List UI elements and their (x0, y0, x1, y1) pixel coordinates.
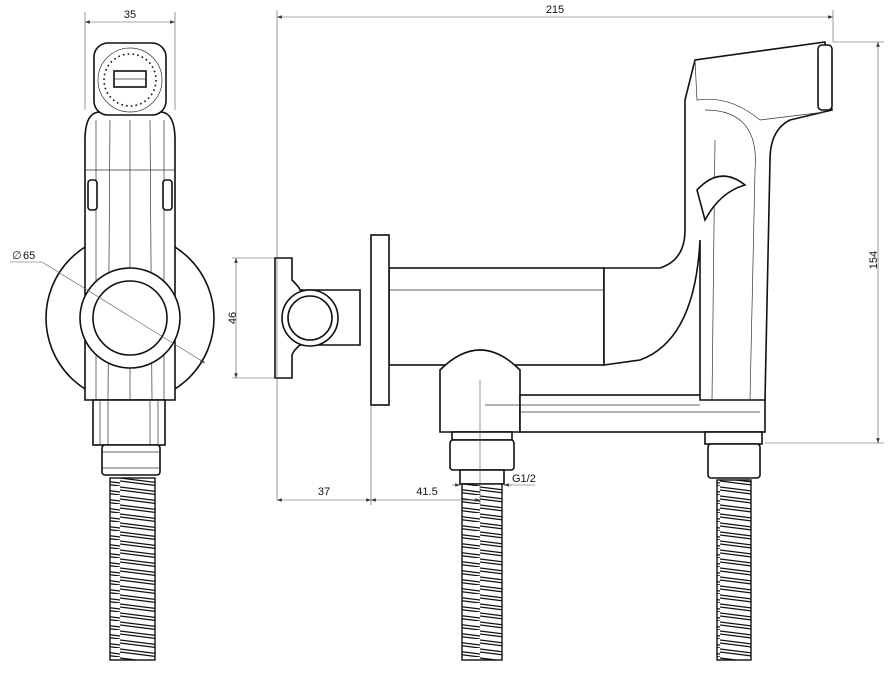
bottom-fitting (92, 399, 166, 446)
lever (696, 175, 747, 223)
spray-nozzles (103, 53, 157, 107)
spray-handle (603, 41, 833, 401)
side-view (274, 41, 833, 661)
left-lever-tab (87, 179, 98, 211)
dimension-diameter: ∅ 65 (10, 250, 206, 364)
handle-hose (716, 479, 752, 661)
body-pipe (388, 267, 605, 366)
inlet-nut (449, 439, 515, 471)
right-lever-tab (162, 179, 173, 211)
dimension-thread: G1/2 (452, 473, 536, 487)
front-view (45, 42, 215, 661)
wall-flange (370, 234, 390, 406)
inlet-collar (451, 431, 513, 441)
dim-154-label: 154 (868, 251, 880, 269)
inlet-hose (461, 483, 503, 661)
inlet-bore (287, 295, 333, 341)
inlet-thread (459, 469, 505, 485)
dimension-215: 215 (276, 4, 834, 500)
dimension-154: 154 (765, 41, 884, 444)
dim-37-label: 37 (318, 486, 330, 498)
dimension-46: 46 (227, 257, 275, 379)
thread-label: G1/2 (512, 473, 536, 485)
dim-35-label: 35 (124, 9, 136, 21)
dimension-width: 35 (84, 9, 176, 110)
handle-nut (707, 443, 761, 479)
dim-215-label: 215 (546, 4, 564, 16)
hose-nut (101, 444, 161, 476)
pipe-bore (92, 280, 168, 356)
hose (109, 477, 156, 661)
spray-face (817, 44, 833, 111)
dimension-37-41.5: 37 41.5 (277, 380, 481, 505)
dim-41.5-label: 41.5 (416, 486, 437, 498)
dim-46-label: 46 (227, 312, 239, 324)
holder-bar (519, 394, 766, 433)
handle-collar (704, 431, 763, 445)
dim-65-label: 65 (23, 250, 35, 262)
diameter-symbol: ∅ (12, 250, 22, 262)
